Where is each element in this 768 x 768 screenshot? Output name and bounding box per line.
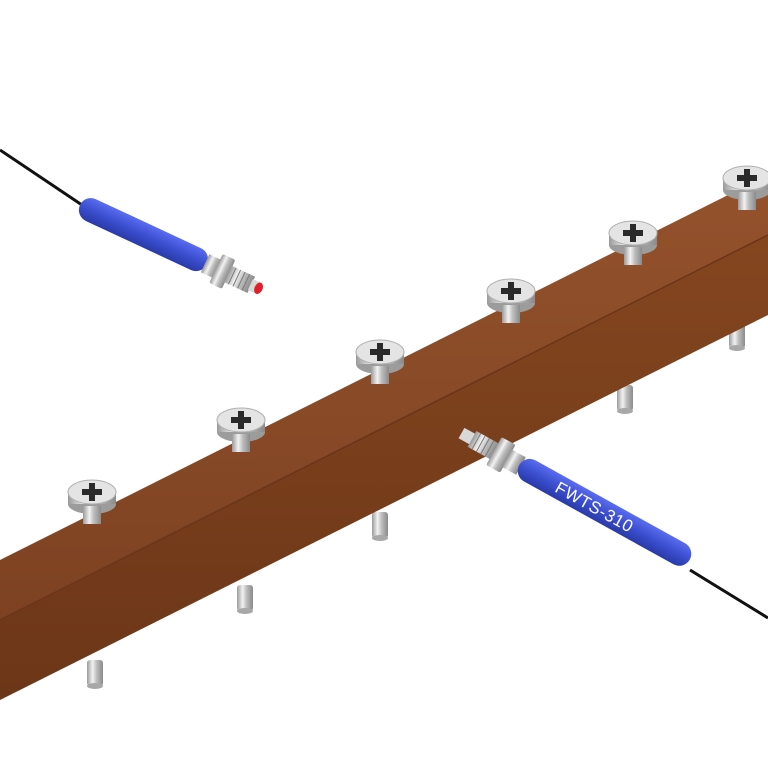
sensor-model-label: FWTS-310 (552, 478, 637, 536)
red-lens-icon (254, 282, 263, 294)
upper-sensor (0, 148, 263, 294)
brown-rail (0, 175, 768, 700)
cable-icon (0, 148, 83, 207)
lower-sensor: FWTS-310 (458, 427, 768, 620)
cable-icon (689, 568, 768, 620)
